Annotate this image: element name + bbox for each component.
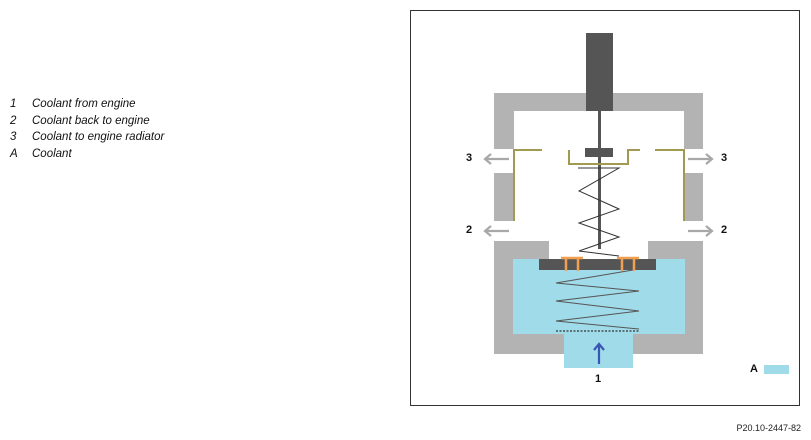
lower-spring [555,268,640,330]
bracket-left [561,256,583,271]
housing-wall-left-upper [494,173,514,221]
port-label-2-right: 2 [721,224,728,236]
legend-key: A [10,147,18,160]
legend-key: 2 [10,114,17,127]
flow-arrow-2-left [483,225,509,237]
upper-housing [494,93,703,149]
lower-valve-plate [539,259,656,270]
piston-rod [586,33,613,111]
legend-item-3: 3 Coolant to engine radiator [10,129,164,146]
lower-housing [494,241,703,354]
upper-valve-plate [585,148,613,157]
port-label-3-left: 3 [466,152,473,164]
legend-key: 3 [10,131,17,143]
legend-key: 1 [10,98,17,110]
bracket-right [617,256,639,271]
port-label-2-left: 2 [466,224,473,236]
legend: 1 Coolant from engine 2 Coolant back to … [10,96,164,162]
flow-arrow-1-in [593,342,605,364]
thermostat-diagram: 3 3 2 2 1 A [410,10,800,406]
valve-disc [513,149,685,221]
legend-text: Coolant [32,147,72,160]
legend-text: Coolant from engine [32,98,136,110]
coolant-chamber [513,259,685,334]
flow-arrow-3-right [688,153,714,165]
legend-item-1: 1 Coolant from engine [10,96,164,113]
housing-wall-right-upper [684,173,703,221]
upper-spring [577,167,621,257]
thermostat-drawing [483,33,789,374]
flow-arrow-2-right [688,225,714,237]
legend-text: Coolant to engine radiator [32,131,165,143]
legend-text: Coolant back to engine [32,114,150,127]
piston-stem [598,111,601,249]
coolant-key-swatch [764,365,789,374]
flow-arrow-3-left [483,153,509,165]
port-label-3-right: 3 [721,152,728,164]
figure-code: P20.10-2447-82 [736,423,801,433]
legend-item-2: 2 Coolant back to engine [10,113,164,130]
legend-item-a: A Coolant [10,146,164,163]
coolant-key-label: A [750,363,758,375]
port-label-1: 1 [595,373,602,385]
